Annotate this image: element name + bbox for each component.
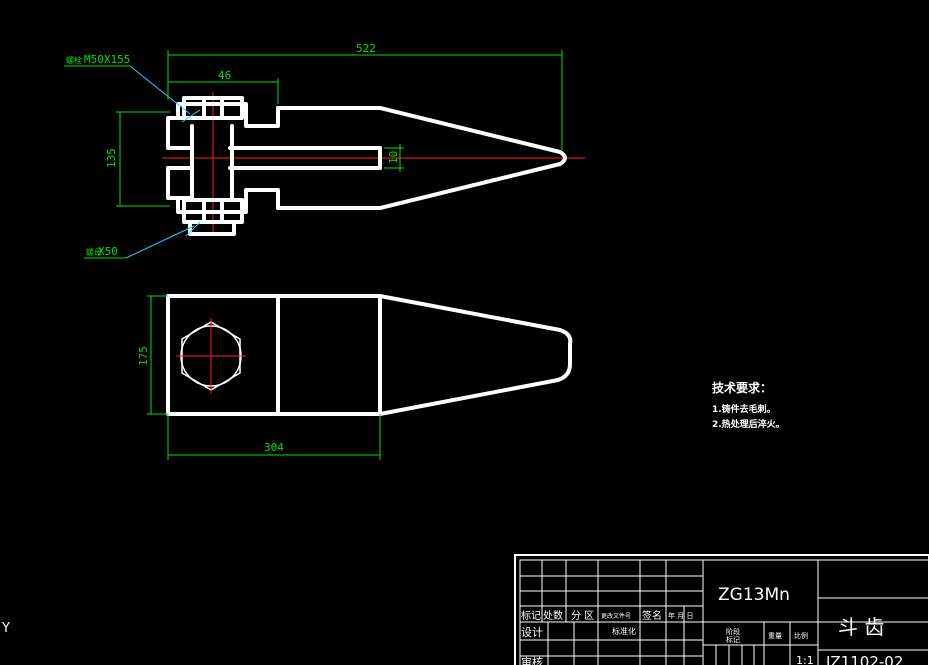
dim-head-width: 46: [168, 69, 279, 104]
adapter-upper: [166, 116, 192, 150]
stage-label: 阶段: [726, 627, 740, 636]
side-view: [162, 92, 585, 237]
stage-mark-label: 标记: [726, 635, 740, 644]
bolt-tail: [188, 220, 236, 236]
part-name-text: 斗 齿: [838, 615, 884, 639]
dim-height-top-text: 135: [105, 148, 118, 168]
plan-view: [166, 294, 573, 416]
leader-bolt: 螺栓 M50X155: [64, 53, 191, 115]
notes-line-1: 1.铸件去毛刺。: [712, 403, 776, 415]
adapter-lower: [166, 166, 192, 200]
drawing-number-text: JZ1102-02: [825, 653, 903, 665]
leader-bolt-text: M50X155: [84, 53, 130, 66]
header-sign: 签名: [642, 609, 662, 622]
hatch-top: [181, 109, 201, 123]
leader-nut-prefix: 螺母: [86, 247, 102, 257]
header-change-doc: 更改文件号: [601, 612, 631, 620]
ucs-axis-letter: Y: [1, 621, 10, 636]
bolt-head: [182, 96, 244, 120]
dim-overall-length-text: 522: [356, 42, 376, 55]
row-standardize: 标准化: [612, 626, 636, 636]
hatch-bottom: [185, 221, 201, 237]
dim-height-top: 135: [105, 111, 170, 207]
row-review: 审核: [521, 655, 543, 665]
tooth-outline-upper: [276, 106, 567, 210]
scale-label: 比例: [794, 631, 808, 640]
dim-plan-length: 304: [167, 414, 381, 460]
material-text: ZG13Mn: [718, 585, 790, 605]
header-count: 处数: [543, 609, 563, 622]
dim-overall-length: 522: [167, 42, 563, 150]
technical-notes: 技术要求： 1.铸件去毛刺。 2.热处理后淬火。: [712, 380, 785, 430]
adapter-ears: [176, 102, 248, 214]
leader-bolt-prefix: 螺栓: [66, 55, 82, 65]
leader-nut-text: X50: [98, 245, 118, 258]
notes-line-2: 2.热处理后淬火。: [712, 418, 785, 430]
shank-upper: [244, 106, 280, 128]
dim-slot-gap: 10: [384, 144, 404, 172]
notes-title: 技术要求：: [712, 380, 772, 395]
dim-slot-gap-text: 10: [387, 151, 400, 164]
leader-nut: 螺母 X50: [84, 225, 195, 259]
dim-plan-height: 175: [137, 295, 168, 415]
dim-plan-length-text: 304: [264, 441, 284, 454]
header-zone: 分 区: [571, 610, 594, 622]
row-design: 设计: [521, 626, 543, 639]
header-date: 年 月 日: [668, 611, 693, 620]
weight-label: 重量: [768, 632, 782, 640]
header-mark: 标记: [521, 610, 541, 622]
shank-lower: [244, 188, 280, 210]
plan-outline: [166, 294, 573, 416]
title-block: ZG13Mn 斗 齿 JZ1102-02 1:1 标记 处数 分 区 更改文件号…: [514, 554, 929, 665]
dim-head-width-text: 46: [218, 69, 231, 82]
scale-text: 1:1: [796, 654, 814, 665]
dim-plan-height-text: 175: [137, 346, 150, 366]
